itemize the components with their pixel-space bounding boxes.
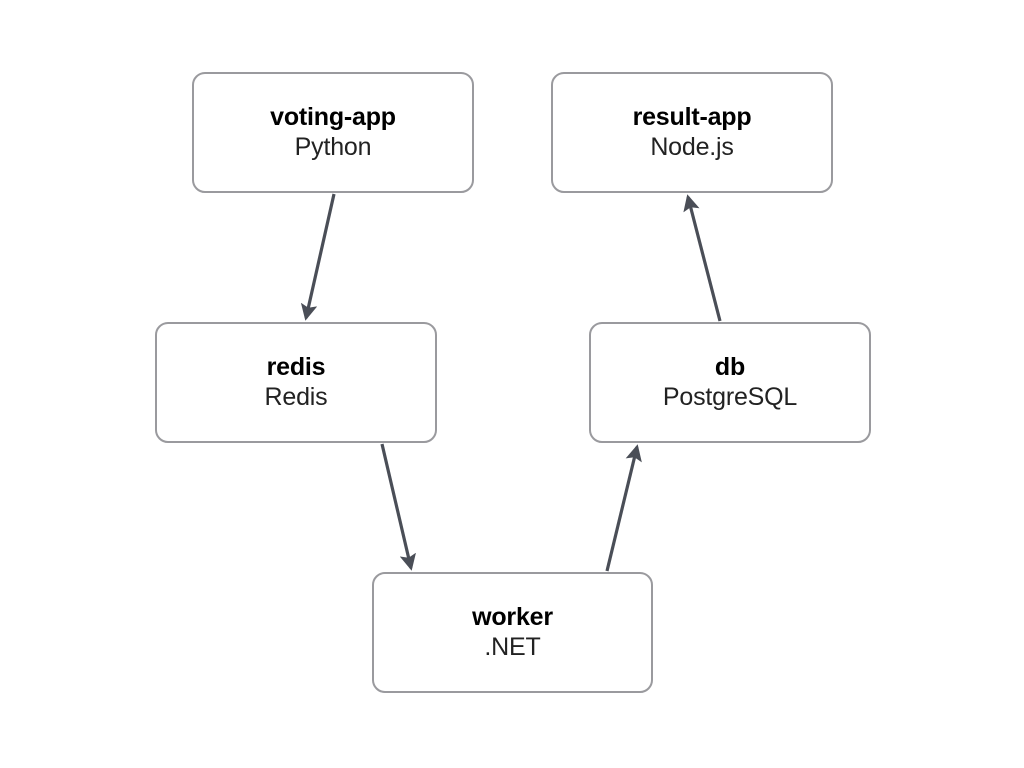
edge-db-to-result-app [683,194,722,322]
edge-voting-app-to-redis [300,193,336,321]
edge-worker-to-db [605,444,642,572]
node-subtitle: .NET [484,632,541,661]
node-title: voting-app [270,102,396,131]
node-redis[interactable]: redis Redis [155,322,437,443]
edges-group [300,193,722,572]
node-db[interactable]: db PostgreSQL [589,322,871,443]
node-title: worker [472,602,553,631]
node-title: db [714,352,746,381]
edge-redis-to-worker [380,443,416,571]
node-worker[interactable]: worker .NET [372,572,653,693]
node-subtitle: Redis [264,382,328,411]
node-result-app[interactable]: result-app Node.js [551,72,833,193]
node-subtitle: Python [294,132,372,161]
node-title: redis [266,352,326,381]
node-subtitle: PostgreSQL [662,382,798,411]
node-subtitle: Node.js [650,132,734,161]
node-voting-app[interactable]: voting-app Python [192,72,474,193]
node-title: result-app [632,102,752,131]
